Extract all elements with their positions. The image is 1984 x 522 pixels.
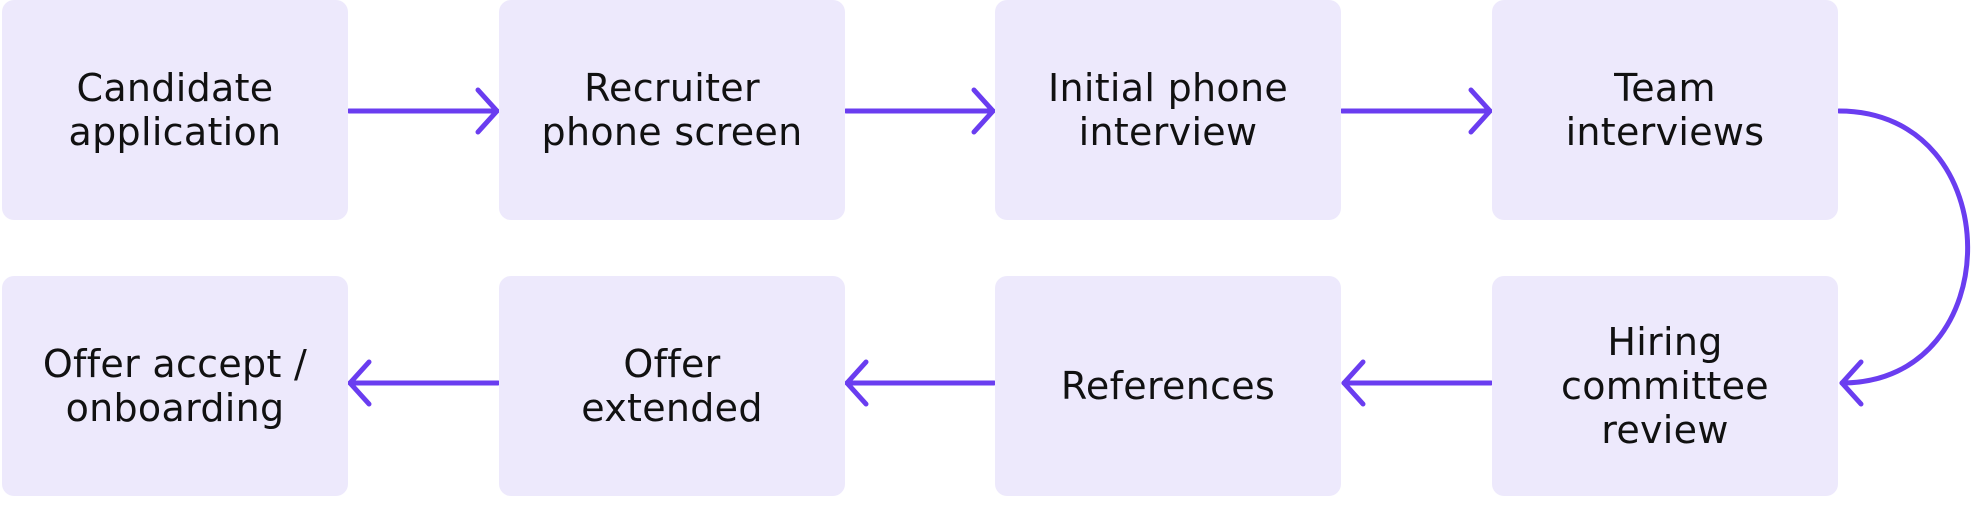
step-offer-accept-onboarding: Offer accept / onboarding <box>2 276 348 496</box>
step-label: Recruiter phone screen <box>541 66 803 154</box>
arrow-6-to-7 <box>844 359 997 407</box>
step-references: References <box>995 276 1341 496</box>
step-candidate-application: Candidate application <box>2 0 348 220</box>
step-label: Candidate application <box>68 66 282 154</box>
step-label: Initial phone interview <box>1047 66 1289 154</box>
step-label: Hiring committee review <box>1561 320 1769 452</box>
step-label: References <box>1060 364 1276 408</box>
arrow-1-to-2 <box>346 87 500 135</box>
arrow-4-to-5 <box>1836 108 1970 407</box>
step-hiring-committee-review: Hiring committee review <box>1492 276 1838 496</box>
step-offer-extended: Offer extended <box>499 276 845 496</box>
step-initial-phone-interview: Initial phone interview <box>995 0 1341 220</box>
step-label: Team interviews <box>1565 66 1765 154</box>
arrow-7-to-8 <box>347 359 501 407</box>
step-label: Offer accept / onboarding <box>42 342 308 430</box>
arrow-2-to-3 <box>843 87 996 135</box>
step-label: Offer extended <box>581 342 763 430</box>
step-recruiter-phone-screen: Recruiter phone screen <box>499 0 845 220</box>
step-team-interviews: Team interviews <box>1492 0 1838 220</box>
arrow-3-to-4 <box>1339 87 1493 135</box>
arrow-5-to-6 <box>1341 359 1494 407</box>
